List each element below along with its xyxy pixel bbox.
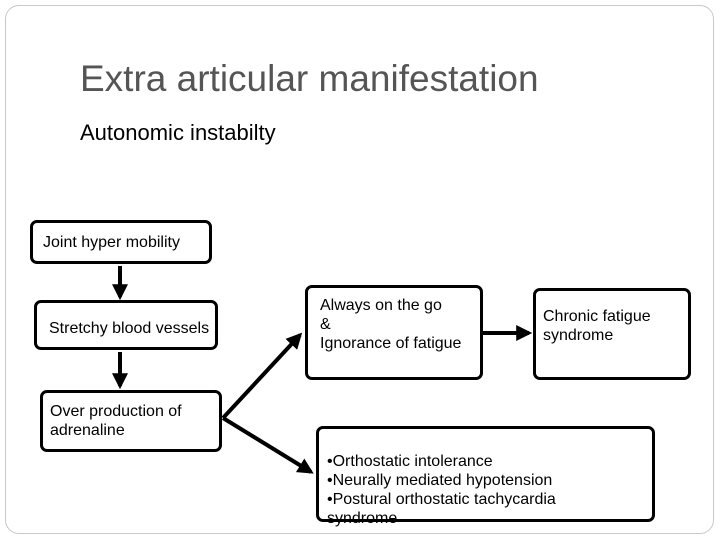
node-text: •Neurally mediated hypotension — [327, 472, 553, 489]
node-text: Joint hyper mobility — [43, 234, 180, 251]
node-over-production-adrenaline: Over production of adrenaline — [40, 390, 222, 452]
node-text: & — [320, 316, 331, 333]
slide-title: Extra articular manifestation — [80, 58, 539, 99]
node-chronic-fatigue-syndrome: Chronic fatigue syndrome — [533, 288, 691, 380]
node-text: Chronic fatigue — [543, 308, 651, 325]
slide-subtitle: Autonomic instabilty — [80, 120, 276, 145]
arrow-over-to-ortho — [221, 416, 314, 474]
node-stretchy-blood-vessels: Stretchy blood vessels — [34, 300, 218, 350]
node-text: syndrome — [327, 510, 398, 527]
node-orthostatic-list: •Orthostatic intolerance •Neurally media… — [316, 426, 655, 527]
node-always-on-the-go: Always on the go & Ignorance of fatigue — [305, 285, 483, 380]
node-joint-hyper-mobility: Joint hyper mobility — [30, 220, 212, 264]
node-text: •Orthostatic intolerance — [327, 453, 493, 470]
node-text: Always on the go — [320, 297, 442, 314]
node-text: Over production of — [50, 403, 182, 420]
node-text: syndrome — [543, 327, 614, 344]
node-text: adrenaline — [50, 422, 125, 439]
node-text: •Postural orthostatic tachycardia — [327, 491, 556, 508]
node-text: Stretchy blood vessels — [49, 320, 210, 337]
arrow-over-to-always — [221, 332, 303, 420]
node-text: Ignorance of fatigue — [320, 335, 462, 352]
